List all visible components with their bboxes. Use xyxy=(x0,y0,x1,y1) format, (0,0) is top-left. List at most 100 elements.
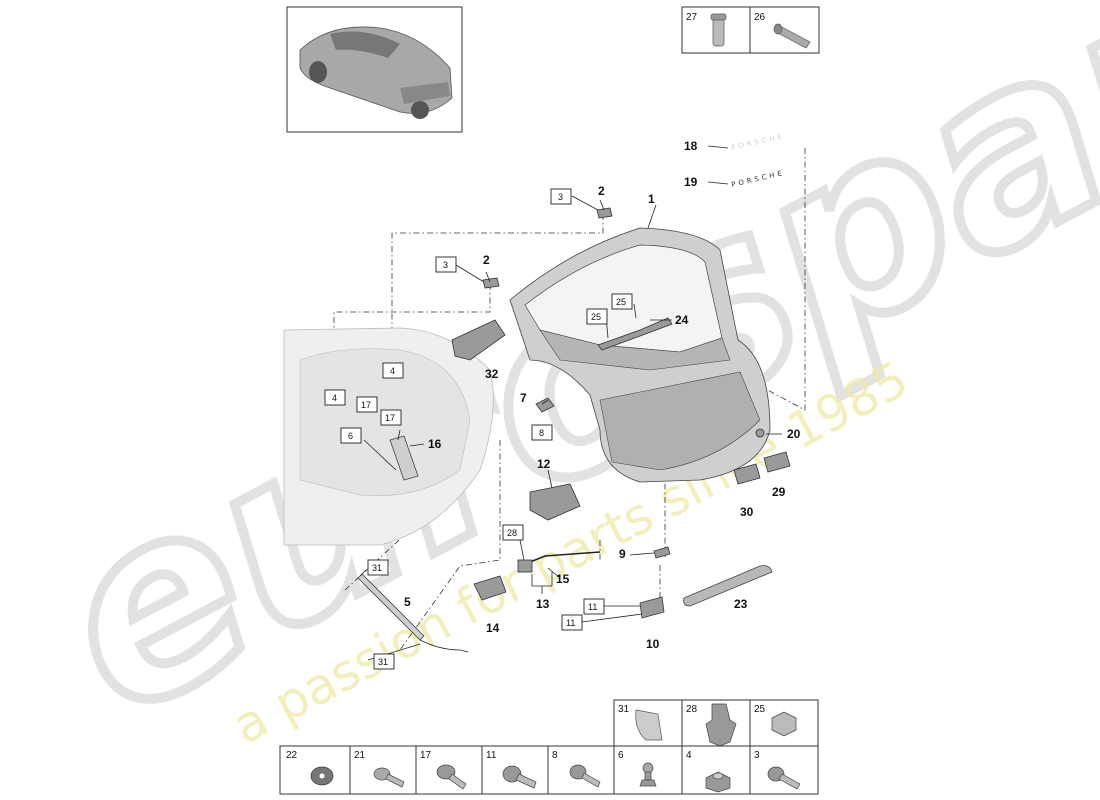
boxed-callout-6: 6 xyxy=(340,427,362,444)
callout-14: 14 xyxy=(486,621,500,635)
svg-text:8: 8 xyxy=(539,428,544,438)
legend-number-17: 17 xyxy=(420,750,432,761)
bolt-3-icon xyxy=(767,766,801,790)
boxed-callout-3-lower: 3 xyxy=(435,256,457,273)
callout-32: 32 xyxy=(485,367,499,381)
boxed-callout-25-lower: 25 xyxy=(586,308,608,325)
screw-17-icon xyxy=(436,764,467,790)
callout-19: 19 xyxy=(684,175,698,189)
boxed-callout-4-left: 4 xyxy=(324,389,346,406)
svg-text:3: 3 xyxy=(443,260,448,270)
boxed-callout-11-upper: 11 xyxy=(583,598,605,615)
boxed-callout-25-upper: 25 xyxy=(611,293,633,310)
bracket-32 xyxy=(451,319,506,361)
legend-number-8: 8 xyxy=(552,750,558,761)
connector-13 xyxy=(517,559,533,573)
callout-18: 18 xyxy=(684,139,698,153)
screw-21-icon xyxy=(373,767,405,788)
bracket-9 xyxy=(653,546,671,559)
svg-text:4: 4 xyxy=(332,393,337,403)
callout-30: 30 xyxy=(740,505,754,519)
legend-number-26: 26 xyxy=(754,12,766,23)
handle-14 xyxy=(473,575,507,601)
svg-text:28: 28 xyxy=(507,528,517,538)
boxed-callout-3-upper: 3 xyxy=(550,188,572,205)
svg-text:11: 11 xyxy=(588,602,597,612)
lamp-29 xyxy=(763,451,791,473)
trim-strip-23 xyxy=(683,565,773,607)
callout-23: 23 xyxy=(734,597,748,611)
watermark: eurospares a passion for parts since 198… xyxy=(6,0,1100,777)
callout-20: 20 xyxy=(787,427,801,441)
nut-25-icon xyxy=(771,711,797,737)
screw-8-icon xyxy=(569,764,601,788)
boxed-callout-8: 8 xyxy=(531,424,553,441)
callout-24: 24 xyxy=(675,313,689,327)
parts xyxy=(357,207,791,653)
ball-stud-6-icon xyxy=(639,762,657,787)
leader-lines xyxy=(359,145,782,661)
legend-number-27: 27 xyxy=(686,12,698,23)
wiring-24 xyxy=(597,317,673,351)
boxed-callout-28: 28 xyxy=(502,524,524,541)
washer-22-icon xyxy=(310,766,334,786)
legend-number-4: 4 xyxy=(686,750,692,761)
svg-text:31: 31 xyxy=(378,657,388,667)
legend-number-21: 21 xyxy=(354,750,366,761)
boxed-callout-31-upper: 31 xyxy=(367,559,389,576)
boxed-callout-17-lower: 17 xyxy=(380,409,402,426)
svg-text:11: 11 xyxy=(566,618,575,628)
svg-text:25: 25 xyxy=(591,312,601,322)
boxed-callout-17-upper: 17 xyxy=(356,396,378,413)
svg-text:31: 31 xyxy=(372,563,382,573)
svg-text:17: 17 xyxy=(361,400,371,410)
clip-28-icon xyxy=(705,703,737,747)
legend-number-11: 11 xyxy=(486,750,497,761)
callout-13: 13 xyxy=(536,597,550,611)
callout-2-upper: 2 xyxy=(598,184,605,198)
watermark-logo: eurospares xyxy=(11,0,1100,772)
callout-10: 10 xyxy=(646,637,660,651)
lock-actuator-12 xyxy=(529,483,581,521)
top-legend: 27 26 xyxy=(681,6,820,54)
callout-29: 29 xyxy=(772,485,786,499)
legend-number-6: 6 xyxy=(618,750,624,761)
boxed-callout-31-lower: 31 xyxy=(373,653,395,670)
callout-1: 1 xyxy=(648,192,655,206)
hinge-lower xyxy=(482,277,500,289)
stud-27-icon xyxy=(710,13,727,47)
boxed-callout-11-lower: 11 xyxy=(561,614,583,631)
callout-7: 7 xyxy=(520,391,527,405)
svg-text:4: 4 xyxy=(390,366,395,376)
clip-31-icon xyxy=(635,709,663,741)
svg-text:25: 25 xyxy=(616,297,626,307)
callout-15: 15 xyxy=(556,572,570,586)
callout-12: 12 xyxy=(537,457,551,471)
svg-text:17: 17 xyxy=(385,413,395,423)
legend-number-31: 31 xyxy=(618,704,630,715)
svg-text:3: 3 xyxy=(558,192,563,202)
callout-9: 9 xyxy=(619,547,626,561)
callout-5: 5 xyxy=(404,595,411,609)
hinge-upper xyxy=(596,207,613,219)
callout-numbers: 1 2 2 18 19 24 32 7 20 16 12 29 30 9 15 … xyxy=(404,139,801,651)
boxed-callout-4-right: 4 xyxy=(382,362,404,379)
bracket-7 xyxy=(535,397,555,413)
lamp-30 xyxy=(733,463,761,485)
plug-20 xyxy=(755,428,765,438)
legend-number-22: 22 xyxy=(286,750,298,761)
bolt-26-icon xyxy=(773,23,811,49)
seal-16 xyxy=(389,435,419,481)
legend-number-25: 25 xyxy=(754,704,766,715)
legend-number-3: 3 xyxy=(754,750,760,761)
switch-10 xyxy=(639,596,665,619)
legend-number-28: 28 xyxy=(686,704,698,715)
vehicle-thumbnail xyxy=(286,6,463,133)
callout-2-lower: 2 xyxy=(483,253,490,267)
fastener-legend: 31 28 25 22 21 17 11 8 6 4 3 xyxy=(279,699,819,795)
boxed-callouts: 3 3 4 4 17 17 6 8 xyxy=(324,188,633,670)
bolt-11-icon xyxy=(502,765,537,789)
svg-text:6: 6 xyxy=(348,431,353,441)
nut-4-icon xyxy=(705,771,731,793)
